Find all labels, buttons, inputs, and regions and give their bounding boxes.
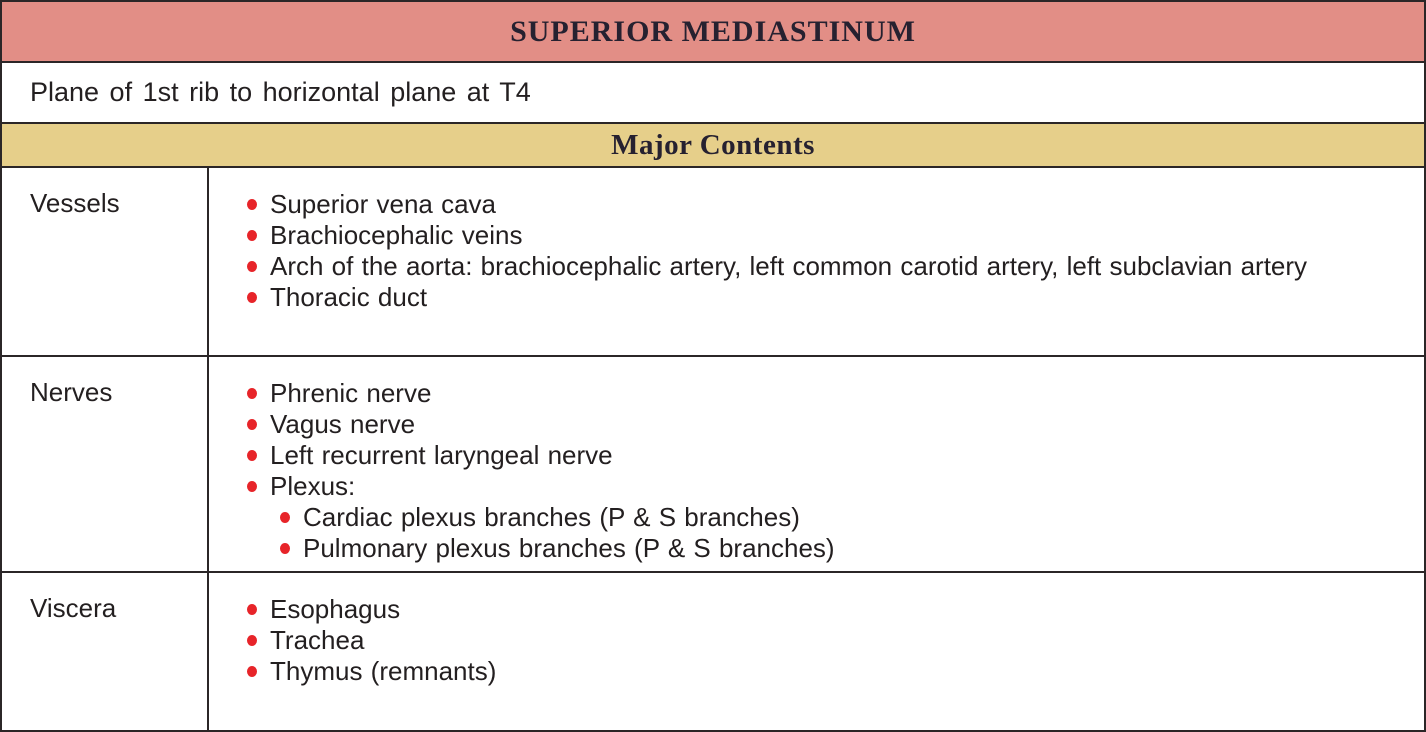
- list-item: Superior vena cava: [247, 189, 1406, 220]
- list-item: Thoracic duct: [247, 282, 1406, 313]
- row-label: Vessels: [2, 168, 209, 355]
- list-item: Arch of the aorta: brachiocephalic arter…: [247, 251, 1406, 282]
- bullet-icon: [247, 292, 257, 303]
- list-item-text: Cardiac plexus branches (P & S branches): [303, 502, 800, 532]
- list-item: Esophagus: [247, 594, 1406, 625]
- major-contents-heading: Major Contents: [611, 128, 815, 161]
- list-item-text: Superior vena cava: [270, 189, 497, 219]
- bullet-icon: [247, 604, 257, 615]
- list-item: Brachiocephalic veins: [247, 220, 1406, 251]
- list-item-text: Vagus nerve: [270, 409, 416, 439]
- table-title: SUPERIOR MEDIASTINUM: [510, 14, 916, 48]
- bullet-icon: [247, 481, 257, 492]
- definition-row: Plane of 1st rib to horizontal plane at …: [2, 63, 1424, 124]
- list-item-text: Pulmonary plexus branches (P & S branche…: [303, 533, 835, 563]
- bullet-icon: [280, 512, 290, 523]
- list-item-text: Trachea: [270, 625, 365, 655]
- table-title-bar: SUPERIOR MEDIASTINUM: [2, 2, 1424, 63]
- list-item-text: Arch of the aorta: brachiocephalic arter…: [270, 251, 1308, 281]
- bullet-icon: [247, 230, 257, 241]
- major-contents-bar: Major Contents: [2, 124, 1424, 168]
- list-item-text: Brachiocephalic veins: [270, 220, 523, 250]
- bullet-icon: [247, 635, 257, 646]
- list-item: Cardiac plexus branches (P & S branches): [280, 502, 1406, 533]
- list-item: Trachea: [247, 625, 1406, 656]
- list-item: Vagus nerve: [247, 409, 1406, 440]
- list-item-text: Plexus:: [270, 471, 356, 501]
- list-item-text: Phrenic nerve: [270, 378, 432, 408]
- row-label: Nerves: [2, 357, 209, 571]
- list-item-text: Thoracic duct: [270, 282, 428, 312]
- list-item-text: Left recurrent laryngeal nerve: [270, 440, 613, 470]
- bullet-icon: [247, 666, 257, 677]
- list-item-text: Esophagus: [270, 594, 401, 624]
- row-label: Viscera: [2, 573, 209, 730]
- list-item: Plexus:: [247, 471, 1406, 502]
- list-item: Pulmonary plexus branches (P & S branche…: [280, 533, 1406, 564]
- bullet-icon: [247, 199, 257, 210]
- bullet-icon: [280, 543, 290, 554]
- bullet-icon: [247, 450, 257, 461]
- list-item: Thymus (remnants): [247, 656, 1406, 687]
- bullet-icon: [247, 388, 257, 399]
- list-item: Left recurrent laryngeal nerve: [247, 440, 1406, 471]
- list-item: Phrenic nerve: [247, 378, 1406, 409]
- bullet-icon: [247, 419, 257, 430]
- definition-text: Plane of 1st rib to horizontal plane at …: [30, 77, 531, 107]
- bullet-icon: [247, 261, 257, 272]
- list-item-text: Thymus (remnants): [270, 656, 497, 686]
